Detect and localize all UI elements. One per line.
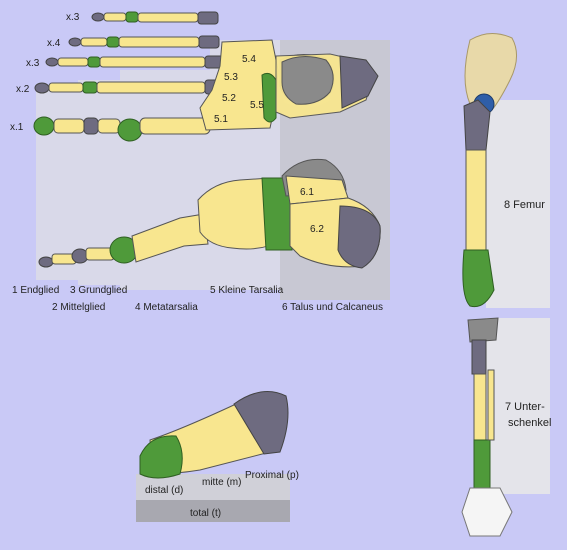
tarsal-green: [261, 72, 277, 123]
tibia-upper: [471, 339, 487, 375]
phalanx-distal: [91, 12, 105, 22]
metatarsal-base: [197, 11, 219, 25]
toe-label: x.3: [26, 58, 40, 69]
section-label-total: total (t): [190, 508, 221, 519]
phalanx-proximal-big: [97, 118, 121, 134]
femur-proximal: [463, 99, 491, 151]
metatarsal-big: [139, 117, 211, 135]
foot-side-view: [38, 158, 381, 269]
calcaneus-top-heel: [339, 55, 379, 109]
fibula: [487, 369, 495, 441]
tarsal-block: [199, 39, 279, 131]
metatarsal: [96, 81, 206, 94]
zone-label-kleine-tarsalia: 5 Kleine Tarsalia: [210, 285, 284, 296]
metatarsal-base: [198, 35, 220, 49]
phalanx-joint: [87, 56, 101, 68]
metatarsal: [137, 12, 199, 23]
tarsal-label: 5.5: [250, 100, 264, 111]
tarsal-label: 5.1: [214, 114, 228, 125]
foot-top-view: [33, 11, 379, 142]
zone-label-talus: 6 Talus und Calcaneus: [282, 302, 383, 313]
phalanx: [103, 12, 127, 22]
lower-leg-group: 7 Unter- schenkel: [461, 317, 551, 537]
section-bone-proximal: [233, 391, 289, 455]
tarsal-label: 5.3: [224, 72, 238, 83]
section-zone-total-bar: [136, 500, 290, 522]
phalanx-joint: [106, 36, 120, 48]
toe-label: x.2: [16, 84, 30, 95]
metatarsal: [118, 36, 200, 48]
metatarsal-head-big: [117, 118, 143, 142]
phalanx-distal: [68, 37, 82, 47]
talus-dome: [281, 56, 334, 105]
femur-group: 8 Femur: [462, 33, 550, 308]
tarsal-label: 5.2: [222, 93, 236, 104]
lower-leg-zone: [486, 318, 550, 494]
tibia-distal: [473, 439, 491, 489]
phalanx-joint-big: [83, 117, 99, 135]
side-calcaneus-heel: [337, 205, 381, 269]
phalanx: [57, 57, 89, 67]
tarsal-label: 6.1: [300, 187, 314, 198]
bone-section-diagram: distal (d) mitte (m) Proximal (p) total …: [136, 391, 299, 522]
zone-label-mittelglied: 2 Mittelglied: [52, 302, 105, 313]
section-label-distal: distal (d): [145, 485, 183, 496]
unterschenkel-label-2: schenkel: [508, 417, 551, 429]
metatarsal: [99, 56, 206, 68]
toe-label: x.4: [47, 38, 61, 49]
femur-distal: [462, 249, 495, 308]
femur-label: 8 Femur: [504, 199, 545, 211]
phalanx: [48, 82, 84, 93]
phalanx-big: [53, 118, 85, 134]
zone-label-endglied: 1 Endglied: [12, 285, 59, 296]
section-label-proximal: Proximal (p): [245, 470, 299, 481]
femur-zone: [486, 100, 550, 308]
phalanx-distal: [34, 82, 50, 94]
zone-label-grundglied: 3 Grundglied: [70, 285, 127, 296]
femur-shaft: [465, 149, 487, 251]
phalanx-distal: [45, 57, 59, 67]
side-metatarsal: [131, 213, 209, 263]
section-label-mitte: mitte (m): [202, 477, 241, 488]
phalanx-distal-big: [33, 116, 55, 136]
side-phalanx-distal: [38, 256, 54, 268]
phalanx-joint: [125, 11, 139, 23]
pelvis: [464, 33, 517, 111]
unterschenkel-label-1: 7 Unter-: [505, 401, 545, 413]
section-bone-distal: [139, 435, 183, 479]
foot-small: [461, 487, 513, 537]
toe-label: x.1: [10, 122, 24, 133]
zone-label-metatarsalia: 4 Metatarsalia: [135, 302, 198, 313]
foot-labels: x.3 x.4 x.3 x.2 x.1 5.4 5.3 5.2 5.5 5.1 …: [10, 12, 383, 313]
zone-endglied: [36, 90, 78, 280]
tarsal-label: 5.4: [242, 54, 256, 65]
phalanx-joint: [82, 81, 98, 94]
toe-label: x.3: [66, 12, 80, 23]
tibia-shaft: [473, 373, 487, 441]
phalanx: [80, 37, 108, 47]
tarsal-label: 6.2: [310, 224, 324, 235]
tibia-proximal: [467, 317, 499, 343]
